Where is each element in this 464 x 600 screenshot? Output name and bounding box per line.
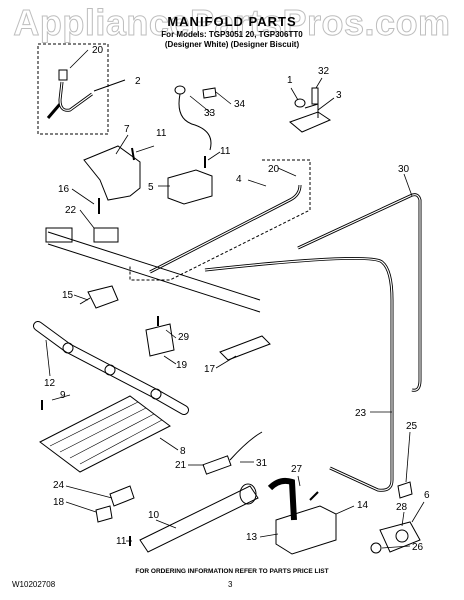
callout-18: 18 bbox=[53, 497, 65, 508]
callout-22: 22 bbox=[65, 205, 77, 216]
part-8-shield bbox=[39, 395, 171, 473]
part-13-inlet bbox=[267, 477, 297, 521]
callout-4: 4 bbox=[236, 174, 242, 185]
callout-14: 14 bbox=[357, 500, 369, 511]
leader-lines bbox=[45, 49, 425, 549]
callout-19: 19 bbox=[176, 360, 188, 371]
part-25-bracket bbox=[397, 481, 413, 499]
leader-2 bbox=[93, 79, 126, 92]
part-24-clip bbox=[109, 485, 135, 507]
callout-28: 28 bbox=[396, 502, 408, 513]
variants-line: (Designer White) (Designer Biscuit) bbox=[164, 40, 300, 49]
callout-20-b: 20 bbox=[268, 164, 280, 175]
part-27-screw bbox=[309, 491, 319, 501]
document-number: W10202708 bbox=[12, 580, 56, 589]
burner-cap-2 bbox=[104, 364, 116, 376]
dashed-box-group-left bbox=[37, 43, 109, 135]
callout-8: 8 bbox=[180, 446, 186, 457]
models-line: For Models: TGP3051 20, TGP306TT0 bbox=[161, 30, 303, 39]
part-22-clip bbox=[93, 227, 119, 243]
part-34-grommet bbox=[202, 87, 217, 99]
callout-17: 17 bbox=[204, 364, 216, 375]
callout-5: 5 bbox=[148, 182, 154, 193]
callout-11-b: 11 bbox=[220, 146, 231, 157]
part-10-venturi bbox=[239, 483, 257, 505]
part-5-valve-block bbox=[167, 169, 213, 205]
part-20-fitting bbox=[58, 69, 68, 81]
callout-29: 29 bbox=[178, 332, 190, 343]
page-number: 3 bbox=[228, 580, 233, 589]
callout-33: 33 bbox=[204, 108, 216, 119]
part-33-wire bbox=[178, 93, 212, 151]
dashed-box-group-right bbox=[129, 159, 311, 281]
callout-2: 2 bbox=[135, 76, 141, 87]
callout-7: 7 bbox=[124, 124, 130, 135]
part-3-bracket bbox=[289, 103, 332, 133]
part-13-valve bbox=[275, 505, 337, 555]
part-7-shield bbox=[83, 145, 141, 201]
callout-labels: 20 2 34 33 1 32 3 7 11 11 5 4 20 30 16 2… bbox=[44, 45, 430, 553]
callout-31: 31 bbox=[256, 458, 268, 469]
callout-15: 15 bbox=[62, 290, 74, 301]
ordering-note: FOR ORDERING INFORMATION REFER TO PARTS … bbox=[135, 568, 329, 575]
callout-21: 21 bbox=[175, 460, 187, 471]
part-33-sensor bbox=[174, 85, 186, 95]
callout-12: 12 bbox=[44, 378, 56, 389]
callout-16: 16 bbox=[58, 184, 70, 195]
callout-1: 1 bbox=[287, 75, 293, 86]
callout-27: 27 bbox=[291, 464, 303, 475]
part-15-valve bbox=[79, 285, 119, 309]
callout-3: 3 bbox=[336, 90, 342, 101]
callout-11-c: 11 bbox=[116, 536, 127, 547]
part-32-screw bbox=[311, 87, 319, 105]
part-18-clip bbox=[95, 505, 113, 523]
callout-34: 34 bbox=[234, 99, 246, 110]
part-22-clip-left bbox=[45, 227, 73, 243]
callout-25: 25 bbox=[406, 421, 418, 432]
part-11-screw-a bbox=[131, 147, 135, 161]
part-6-regulator bbox=[379, 521, 421, 553]
part-4-tube bbox=[149, 184, 302, 274]
callout-11-a: 11 bbox=[156, 128, 167, 139]
page-title: MANIFOLD PARTS bbox=[167, 14, 297, 29]
callout-30: 30 bbox=[398, 164, 410, 175]
part-6-regulator-cap bbox=[395, 529, 409, 543]
part-23-tube bbox=[204, 256, 394, 492]
part-1-nut bbox=[294, 98, 306, 108]
part-26-fitting bbox=[370, 542, 382, 554]
callout-10: 10 bbox=[148, 510, 160, 521]
callout-20-a: 20 bbox=[92, 45, 104, 56]
callout-24: 24 bbox=[53, 480, 65, 491]
part-2-tube bbox=[46, 81, 93, 119]
part-10-burner-tube bbox=[139, 485, 259, 553]
part-21-igniter bbox=[202, 455, 232, 475]
part-17-bracket bbox=[219, 335, 271, 361]
part-31-wire bbox=[229, 431, 263, 461]
burner-cap-3 bbox=[150, 388, 162, 400]
part-19-valve bbox=[145, 323, 175, 357]
callout-13: 13 bbox=[246, 532, 258, 543]
callout-26: 26 bbox=[412, 542, 424, 553]
burner-cap-1 bbox=[62, 342, 74, 354]
callout-9: 9 bbox=[60, 390, 66, 401]
callout-23: 23 bbox=[355, 408, 367, 419]
callout-6: 6 bbox=[424, 490, 430, 501]
manifold-rail bbox=[47, 231, 261, 313]
callout-32: 32 bbox=[318, 66, 330, 77]
part-30-tube bbox=[297, 193, 422, 392]
